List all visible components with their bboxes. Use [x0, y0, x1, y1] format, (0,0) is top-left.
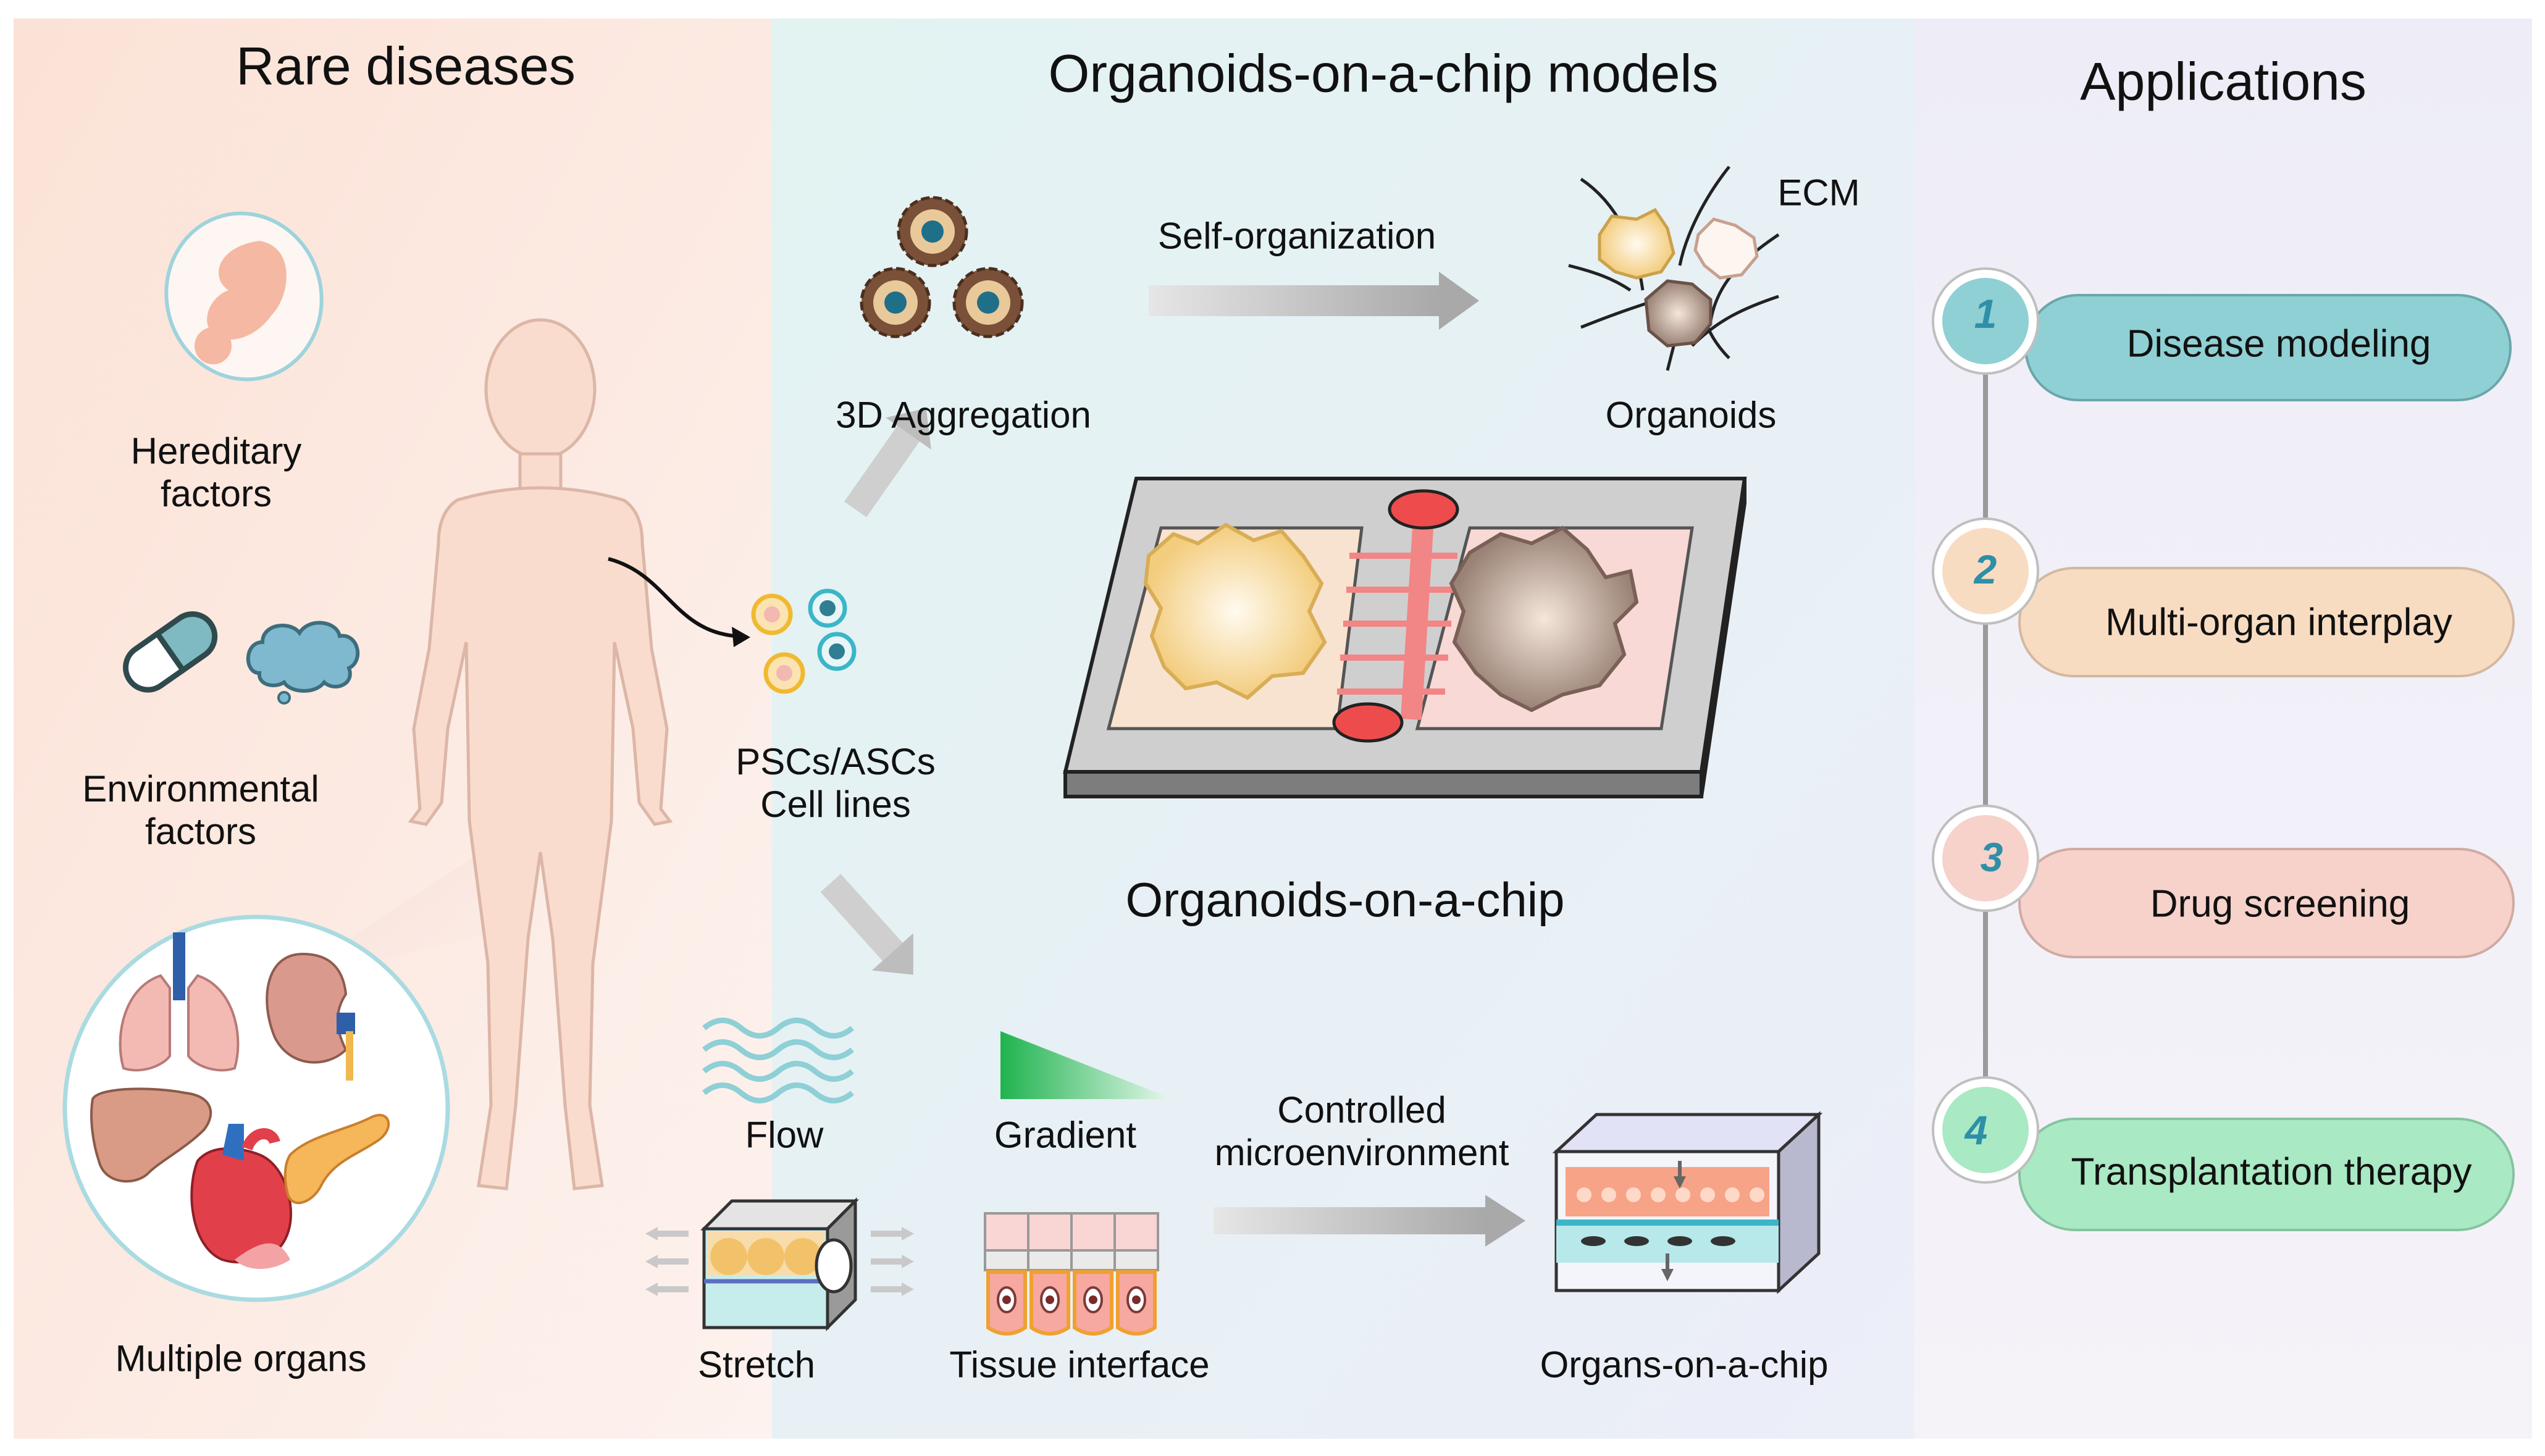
- pancreas-icon: [283, 1113, 390, 1204]
- tissue-label: Tissue interface: [949, 1344, 1210, 1386]
- left-title: Rare diseases: [236, 36, 576, 96]
- app-item-2-shape: [1932, 517, 2515, 677]
- aggregate-icon: [860, 196, 1024, 338]
- organs-label: Multiple organs: [115, 1337, 367, 1379]
- arrow-up-right: [844, 408, 931, 517]
- app-item-2-label: Multi-organ interplay: [2105, 601, 2452, 644]
- middle-title: Organoids-on-a-chip models: [1048, 44, 1719, 104]
- chip-title: Organoids-on-a-chip: [1125, 872, 1565, 927]
- organoids-label: Organoids: [1605, 394, 1777, 436]
- ecm-label: ECM: [1777, 172, 1860, 214]
- app-item-4-shape: [1932, 1076, 2515, 1231]
- arrow-down-right: [820, 874, 913, 975]
- app-item-3-label: Drug screening: [2150, 882, 2410, 926]
- lungs-icon: [119, 932, 240, 1072]
- cloud-icon: [246, 621, 360, 705]
- app-item-2-number: 2: [1974, 546, 1997, 592]
- chip-icon: [1063, 477, 1747, 798]
- organ-chip-icon: [1552, 1111, 1823, 1294]
- curved-arrow: [608, 557, 736, 638]
- app-item-4-number: 4: [1964, 1107, 1988, 1153]
- pill-icon: [123, 611, 218, 693]
- aggregation-label: 3D Aggregation: [836, 394, 1091, 436]
- flow-icon: [702, 1018, 854, 1103]
- heart-icon: [190, 1124, 292, 1269]
- app-item-1-shape: [1932, 267, 2512, 401]
- organs-circle: [62, 914, 450, 1302]
- app-item-3-number: 3: [1980, 834, 2003, 880]
- controlled-arrow: [1214, 1195, 1525, 1247]
- self-organization-label: Self-organization: [1157, 215, 1436, 257]
- app-item-1-number: 1: [1974, 291, 1997, 337]
- flow-label: Flow: [745, 1114, 824, 1156]
- right-title: Applications: [2080, 52, 2367, 112]
- human-silhouette-icon: [408, 318, 673, 1190]
- stretch-label: Stretch: [697, 1344, 816, 1386]
- organs-chip-label: Organs-on-a-chip: [1540, 1344, 1829, 1386]
- app-item-3-shape: [1932, 805, 2515, 958]
- gradient-icon: [1000, 1031, 1173, 1099]
- curved-arrowhead: [732, 627, 750, 647]
- kidney-icon: [266, 952, 355, 1081]
- organoid-icon: [1568, 165, 1780, 371]
- liver-icon: [90, 1087, 212, 1182]
- app-item-4-label: Transplantation therapy: [2071, 1150, 2472, 1194]
- app-item-1-label: Disease modeling: [2126, 322, 2431, 366]
- gradient-label: Gradient: [994, 1114, 1137, 1156]
- self-organization-arrow: [1149, 272, 1479, 330]
- stretch-icon: [645, 1197, 914, 1332]
- stem-cells-icon: [751, 588, 857, 694]
- fetus-icon: [164, 211, 324, 382]
- tissue-icon: [984, 1212, 1159, 1336]
